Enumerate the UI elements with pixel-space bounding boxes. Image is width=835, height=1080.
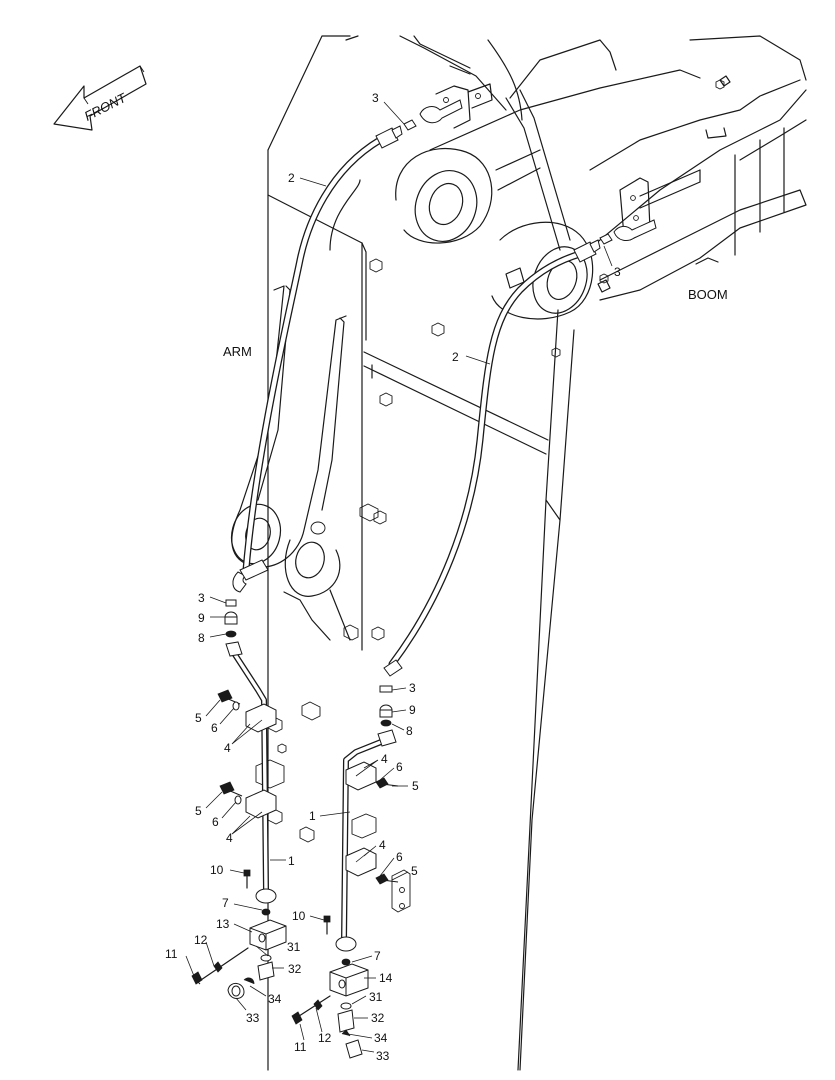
callout-9: 9 [409, 703, 416, 717]
callout-8: 8 [406, 724, 413, 738]
hose-fittings-top [232, 83, 657, 677]
callout-7: 7 [374, 949, 381, 963]
callout-31: 31 [369, 990, 383, 1004]
callout-3: 3 [198, 591, 205, 605]
callout-3: 3 [614, 265, 621, 279]
callout-9: 9 [198, 611, 205, 625]
callout-2: 2 [288, 171, 295, 185]
callout-3: 3 [372, 91, 379, 105]
pipe-right-fittings [291, 685, 399, 1059]
pipe-left-fittings [191, 599, 287, 999]
callout-5: 5 [412, 779, 419, 793]
callout-13: 13 [216, 917, 230, 931]
callout-10: 10 [210, 863, 224, 877]
callout-7: 7 [222, 896, 229, 910]
callout-11: 11 [165, 947, 178, 961]
callout-5: 5 [411, 864, 418, 878]
boom-structure [429, 35, 807, 320]
callout-34: 34 [374, 1031, 388, 1045]
callout-11: 11 [294, 1040, 307, 1054]
callout-3: 3 [409, 681, 416, 695]
callout-6: 6 [396, 760, 403, 774]
callout-32: 32 [371, 1011, 385, 1025]
callout-12: 12 [318, 1031, 332, 1045]
callout-31: 31 [287, 940, 301, 954]
callout-8: 8 [198, 631, 205, 645]
callout-numbers: 3 2 3 2 3 9 8 5 6 4 5 6 4 1 10 7 13 12 3… [165, 91, 621, 1063]
callout-33: 33 [246, 1011, 260, 1025]
callout-5: 5 [195, 711, 202, 725]
callout-14: 14 [379, 971, 393, 985]
hose-left [242, 136, 384, 574]
callout-4: 4 [379, 838, 386, 852]
front-arrow-icon [53, 65, 147, 131]
callout-4: 4 [226, 831, 233, 845]
hose-right [388, 250, 584, 668]
callout-4: 4 [381, 752, 388, 766]
callout-33: 33 [376, 1049, 390, 1063]
callout-4: 4 [224, 741, 231, 755]
leader-lines [185, 101, 613, 1053]
pipe-left [229, 647, 269, 893]
pipe-right [341, 737, 389, 943]
callout-6: 6 [212, 815, 219, 829]
boom-label: BOOM [688, 287, 728, 302]
callout-6: 6 [211, 721, 218, 735]
callout-6: 6 [396, 850, 403, 864]
arm-label: ARM [223, 344, 252, 359]
callout-2: 2 [452, 350, 459, 364]
callout-32: 32 [288, 962, 302, 976]
callout-12: 12 [194, 933, 208, 947]
callout-34: 34 [268, 992, 282, 1006]
callout-5: 5 [195, 804, 202, 818]
callout-1: 1 [309, 809, 316, 823]
callout-10: 10 [292, 909, 306, 923]
callout-1: 1 [288, 854, 295, 868]
